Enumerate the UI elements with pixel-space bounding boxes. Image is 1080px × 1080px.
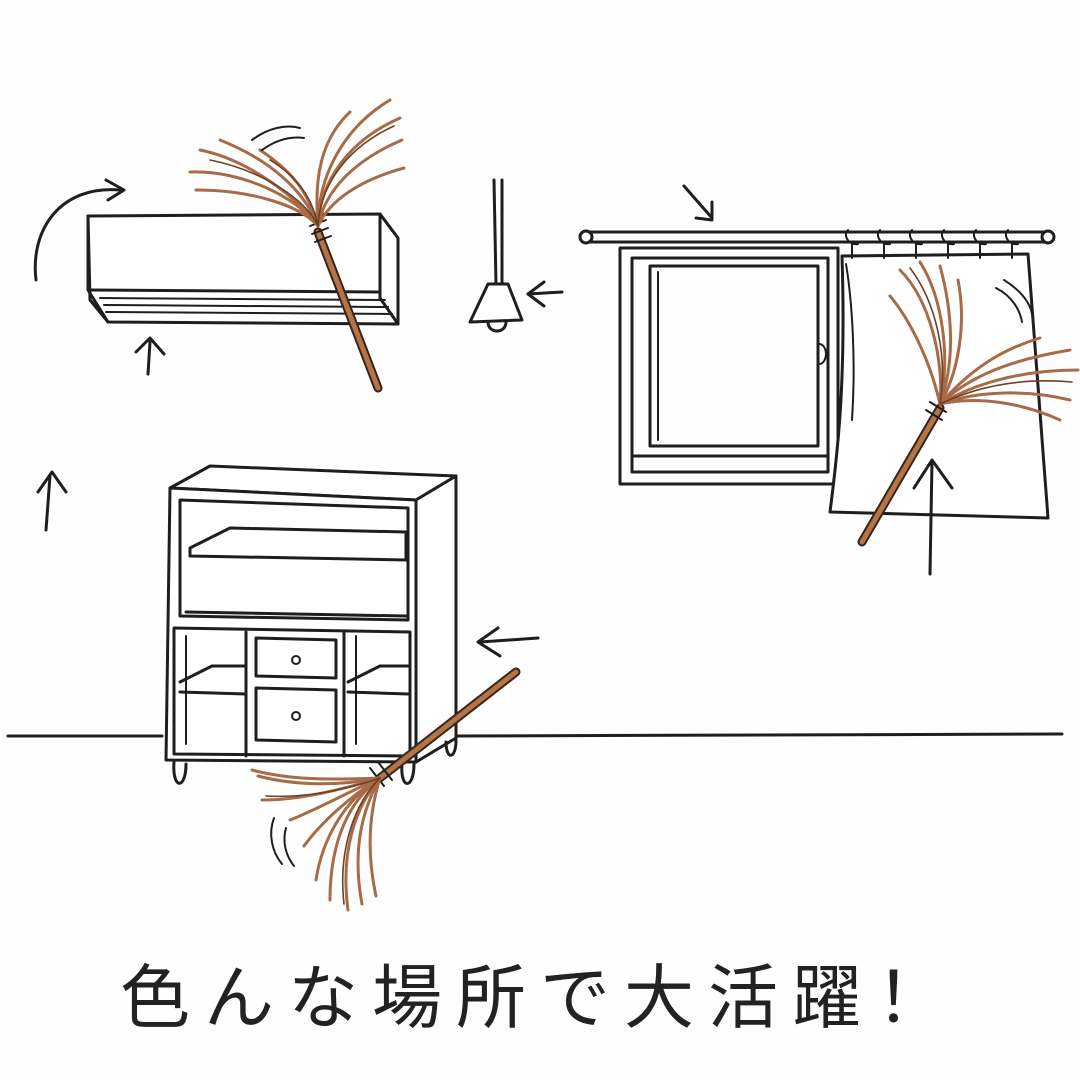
caption-text: 色んな場所で大活躍！ [120, 957, 960, 1039]
arrow-icon [526, 280, 564, 308]
broom-icon [188, 98, 406, 393]
arrow-icon [912, 458, 954, 576]
arrow-icon [476, 626, 540, 658]
arrow-icon [682, 184, 714, 222]
arrow-icon [33, 178, 126, 282]
floor-line [6, 732, 1064, 738]
broom-icon [857, 260, 1080, 547]
arrow-icon [134, 336, 166, 376]
arrow-icon [36, 470, 68, 532]
curtain-icon [828, 229, 1050, 520]
curtain-rod [578, 229, 1056, 245]
window-icon [618, 246, 840, 486]
broom-icon [250, 667, 521, 912]
pendant-lamp-icon [468, 178, 524, 333]
shelf-cabinet-icon [164, 464, 458, 785]
